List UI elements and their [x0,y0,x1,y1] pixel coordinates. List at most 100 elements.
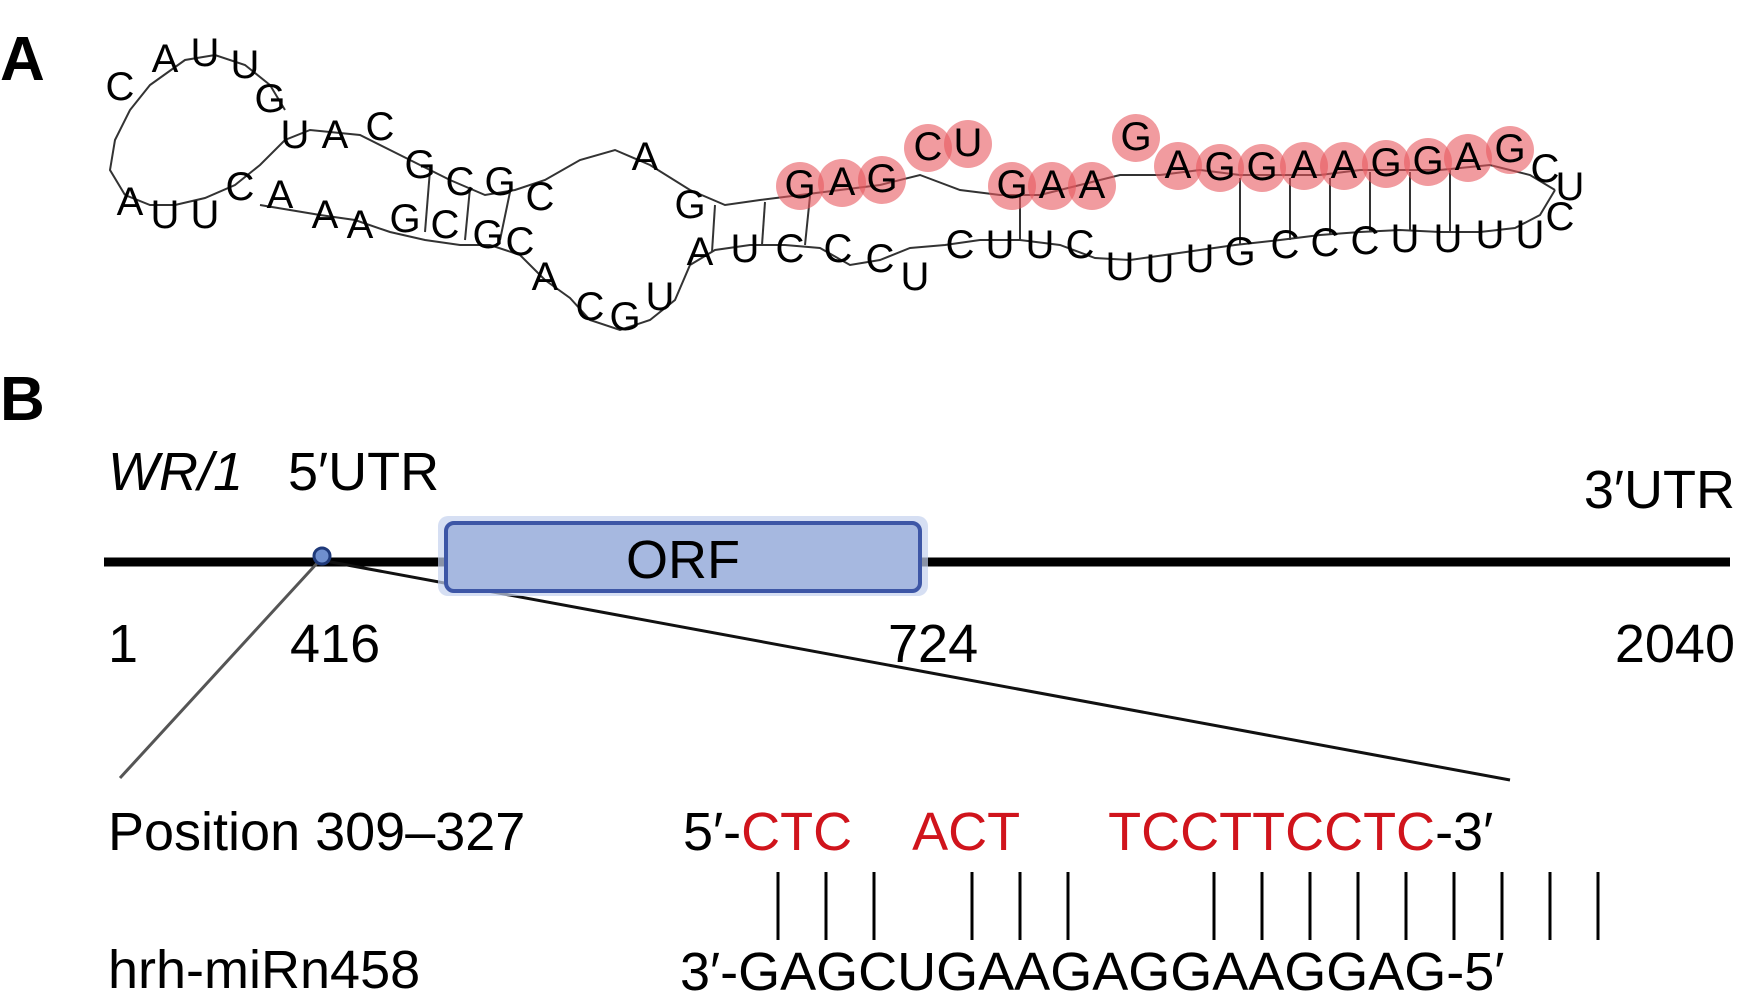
nucleotide: C [431,203,460,247]
target-seg3: TCCTTCCTC [1108,802,1435,862]
nucleotide-loop: G [484,160,515,204]
highlight-circle [1280,142,1328,190]
nucleotide-loop: C [446,160,475,204]
mirna-name-label: hrh-miRn458 [108,940,420,1000]
highlight-circle [1362,140,1410,188]
highlight-circle [1112,114,1160,162]
nucleotide-loop: G [404,143,435,187]
panel-b-label: B [0,365,45,434]
nucleotide-highlighted: A [1039,163,1066,207]
highlight-circle [1028,162,1076,210]
nucleotide: G [472,213,503,257]
nucleotide: C [1351,219,1380,263]
highlight-circle [1320,142,1368,190]
target-prefix: 5′- [683,802,741,862]
nucleotide: U [1026,223,1055,267]
nucleotide: U [151,193,180,237]
nucleotide-highlighted: G [1204,145,1235,189]
highlight-circle [1404,138,1452,186]
nucleotide-highlighted: A [1455,135,1482,179]
nucleotide-highlighted: U [954,121,983,165]
nucleotide-highlighted: A [1331,143,1358,187]
nucleotide-loop: G [674,183,705,227]
highlight-circle [1486,126,1534,174]
nucleotide: U [1434,217,1463,261]
nucleotide: C [866,237,895,281]
highlight-circle [1196,144,1244,192]
highlight-circle [776,162,824,210]
nucleotide: G [389,197,420,241]
nucleotide: U [1146,247,1175,291]
nucleotide: C [824,227,853,271]
nucleotide-loop: U [231,43,260,87]
zoom-line-right [319,558,1511,782]
nucleotide: U [1106,245,1135,289]
nucleotide-highlighted: G [866,157,897,201]
nucleotide: C [576,285,605,329]
nucleotide: U [1516,213,1545,257]
highlight-circle [1444,134,1492,182]
nucleotide-highlighted: A [1165,143,1192,187]
mirna-sequence: 3′-GAGCUGAAGAGGAAGGAG-5′ [680,942,1504,1002]
nucleotide: C [1311,221,1340,265]
nucleotide-loop: C [366,105,395,149]
nucleotide: U [1391,217,1420,261]
nucleotide: A [117,180,144,224]
nucleotide: U [1186,237,1215,281]
highlight-circle [904,124,952,172]
nucleotide: A [687,230,714,274]
gene-name: WR/1 [108,442,243,502]
rna-highlight-circles [776,114,1534,210]
nucleotide-highlighted: G [1120,115,1151,159]
nucleotide-highlighted: A [1079,163,1106,207]
nucleotide: C [1546,195,1575,239]
nucleotide: A [532,255,559,299]
nucleotide-loop: C [526,175,555,219]
position-start: 1 [108,614,138,674]
zoom-line-left [118,558,322,780]
nucleotide: C [226,165,255,209]
panel-a-label: A [0,25,45,94]
target-seg2: ACT [912,802,1020,862]
highlight-circle [818,159,866,207]
nucleotide: C [946,223,975,267]
nucleotide-highlighted: A [829,160,856,204]
nucleotide-loop: U [281,113,310,157]
position-416: 416 [290,614,380,674]
nucleotide-loop: U [191,31,220,75]
rna-base-pair-ticks [424,169,1451,253]
mirna-site-marker [312,546,332,566]
nucleotide-highlighted: G [1412,139,1443,183]
nucleotide: U [646,275,675,319]
highlight-circle [944,120,992,168]
nucleotide-highlighted: G [996,163,1027,207]
nucleotide-loop: A [152,37,179,81]
nucleotide-loop: A [322,113,349,157]
utr5-label: 5′UTR [288,442,439,502]
nucleotide: U [191,193,220,237]
nucleotide-highlighted: G [1494,127,1525,171]
utr3-label: 3′UTR [1584,460,1735,520]
nucleotide: U [731,227,760,271]
nucleotide: A [347,203,374,247]
highlight-circle [1154,142,1202,190]
highlight-circle [858,156,906,204]
nucleotide-highlighted: G [1246,145,1277,189]
nucleotide: C [1531,147,1560,191]
target-suffix: -3′ [1435,802,1493,862]
position-end: 2040 [1615,614,1735,674]
nucleotide-loop: A [632,135,659,179]
nucleotide: C [506,220,535,264]
nucleotide: A [267,173,294,217]
target-sequence: 5′-CTC ACT TCCTTCCTC-3′ [683,802,1493,862]
target-seg1: CTC [741,802,852,862]
pairing-bars [776,872,1600,940]
nucleotide: C [1271,223,1300,267]
nucleotide: G [609,295,640,339]
nucleotide: C [776,227,805,271]
nucleotide-highlighted: C [914,125,943,169]
nucleotide: U [901,255,930,299]
